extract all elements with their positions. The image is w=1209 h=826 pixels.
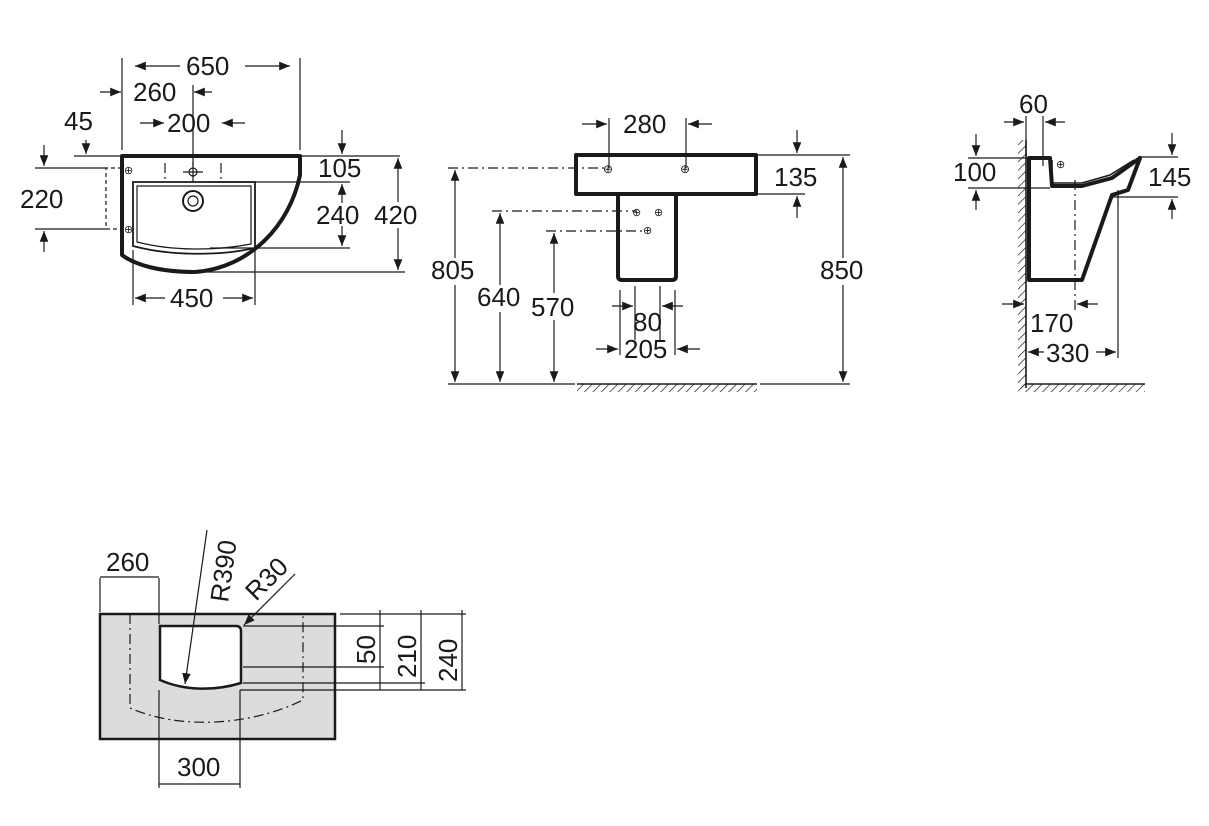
floor-hatch-side [1018, 384, 1145, 392]
dim-200: 200 [167, 108, 210, 138]
dim-100: 100 [953, 157, 996, 187]
svg-text:⊕: ⊕ [603, 162, 613, 176]
svg-text:⊕: ⊕ [124, 224, 133, 236]
waste-hole-inner [187, 195, 199, 207]
svg-text:⊕: ⊕ [1056, 159, 1065, 171]
dim-50: 50 [351, 635, 381, 664]
svg-text:⊕: ⊕ [654, 207, 663, 219]
dim-260-cutout: 260 [106, 547, 149, 577]
floor-hatch [577, 384, 757, 392]
dim-145: 145 [1148, 162, 1191, 192]
front-view: ⊕ ⊕ ⊕ ⊕ ⊕ 280 135 850 805 640 570 [431, 109, 863, 392]
dim-300: 300 [177, 752, 220, 782]
side-basin [1027, 156, 1142, 282]
svg-text:⊕: ⊕ [124, 165, 133, 177]
dim-45: 45 [64, 106, 93, 136]
cutout-view: 260 R390 R30 50 210 240 300 [98, 529, 466, 788]
dim-330: 330 [1046, 338, 1089, 368]
dim-260-top: 260 [133, 77, 176, 107]
dim-220: 220 [20, 184, 63, 214]
front-pedestal [616, 192, 678, 282]
basin-bowl [132, 181, 256, 255]
dim-640: 640 [477, 282, 520, 312]
dim-205: 205 [624, 334, 667, 364]
radius-r390: R390 [204, 538, 242, 604]
dim-80: 80 [633, 307, 662, 337]
dim-650: 650 [186, 51, 229, 81]
dim-280: 280 [623, 109, 666, 139]
dim-240-cutout: 240 [433, 639, 463, 682]
dim-805: 805 [431, 255, 474, 285]
dim-105: 105 [318, 153, 361, 183]
svg-text:⊕: ⊕ [632, 207, 641, 219]
radius-r30: R30 [239, 551, 294, 606]
cutout-hole [158, 624, 243, 690]
dim-240-top: 240 [316, 200, 359, 230]
side-view: ⊕ 60 100 145 170 330 [953, 89, 1191, 392]
basin-outline [120, 154, 302, 274]
dim-60: 60 [1019, 89, 1048, 119]
dim-420: 420 [374, 200, 417, 230]
basin-footprint [129, 614, 304, 723]
top-view: ⊕ ⊕ 650 260 200 45 220 105 [20, 51, 417, 313]
svg-text:⊕: ⊕ [643, 225, 652, 237]
dim-570: 570 [531, 292, 574, 322]
dim-450: 450 [170, 283, 213, 313]
dim-170: 170 [1030, 308, 1073, 338]
dim-850: 850 [820, 255, 863, 285]
basin-bowl-inner [136, 185, 252, 250]
svg-text:⊕: ⊕ [680, 162, 690, 176]
wall-hatch [1018, 140, 1026, 388]
dim-135: 135 [774, 162, 817, 192]
waste-hole [182, 190, 204, 212]
dim-210: 210 [392, 635, 422, 678]
